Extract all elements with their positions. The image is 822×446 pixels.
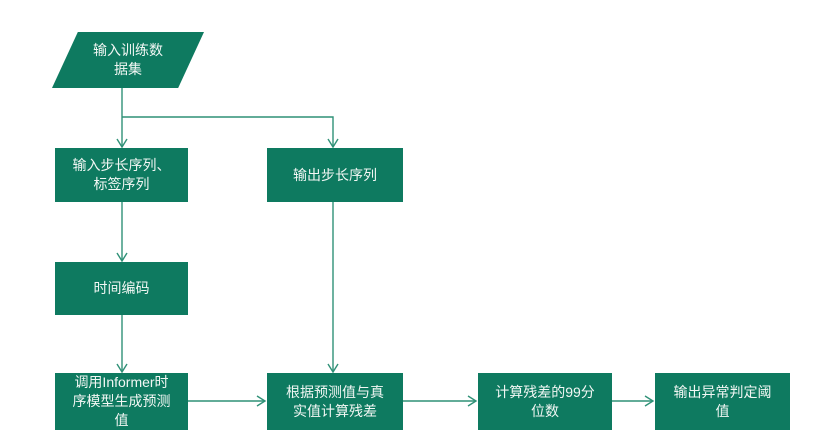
flow-node-input-step-sequence: 输入步长序列、 标签序列 xyxy=(55,148,188,202)
flow-node-anomaly-threshold-output: 输出异常判定阈 值 xyxy=(655,373,790,430)
flow-node-99th-percentile: 计算残差的99分 位数 xyxy=(478,373,612,430)
flow-node-time-encoding: 时间编码 xyxy=(55,262,188,315)
flow-node-output-step-sequence: 输出步长序列 xyxy=(267,148,403,202)
flow-node-informer-prediction: 调用Informer时 序模型生成预测 值 xyxy=(55,373,188,430)
flow-node-input-dataset: 输入训练数 据集 xyxy=(52,32,204,88)
flow-node-99th-percentile-label: 计算残差的99分 位数 xyxy=(495,383,595,419)
flow-node-input-step-sequence-label: 输入步长序列、 标签序列 xyxy=(72,157,171,192)
flow-node-output-step-sequence-label: 输出步长序列 xyxy=(293,166,377,183)
flow-node-residual-calculation-label: 根据预测值与真 实值计算残差 xyxy=(286,383,384,419)
flow-node-input-dataset-label: 输入训练数 据集 xyxy=(93,42,163,77)
flow-node-residual-calculation: 根据预测值与真 实值计算残差 xyxy=(267,373,403,430)
flow-node-time-encoding-label: 时间编码 xyxy=(93,280,150,296)
flow-node-informer-prediction-label: 调用Informer时 序模型生成预测 值 xyxy=(72,374,171,428)
flow-node-anomaly-threshold-output-label: 输出异常判定阈 值 xyxy=(673,383,772,419)
